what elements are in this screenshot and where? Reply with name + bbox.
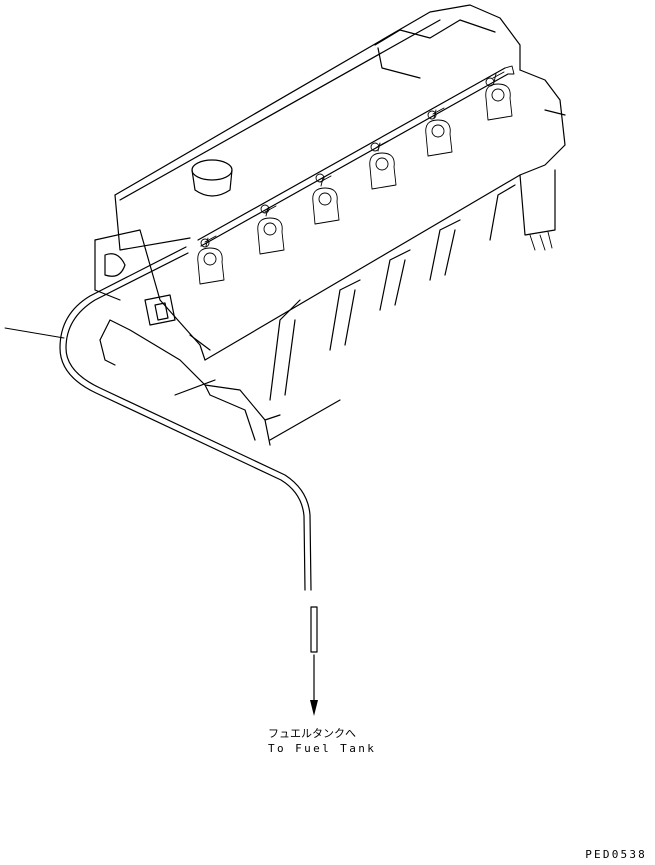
drawing-code: PED0538 [585, 848, 647, 861]
injector-bosses [197, 71, 513, 285]
destination-label-jp: フュエルタンクへ [268, 727, 356, 740]
leak-off-rail [197, 65, 515, 248]
fuel-return-hose [59, 246, 312, 591]
engine-head [94, 4, 566, 446]
arrow-down-icon [310, 654, 318, 716]
hose-leader-line [4, 327, 65, 339]
hose-break-segment [310, 606, 318, 653]
destination-label-en: To Fuel Tank [268, 742, 377, 755]
